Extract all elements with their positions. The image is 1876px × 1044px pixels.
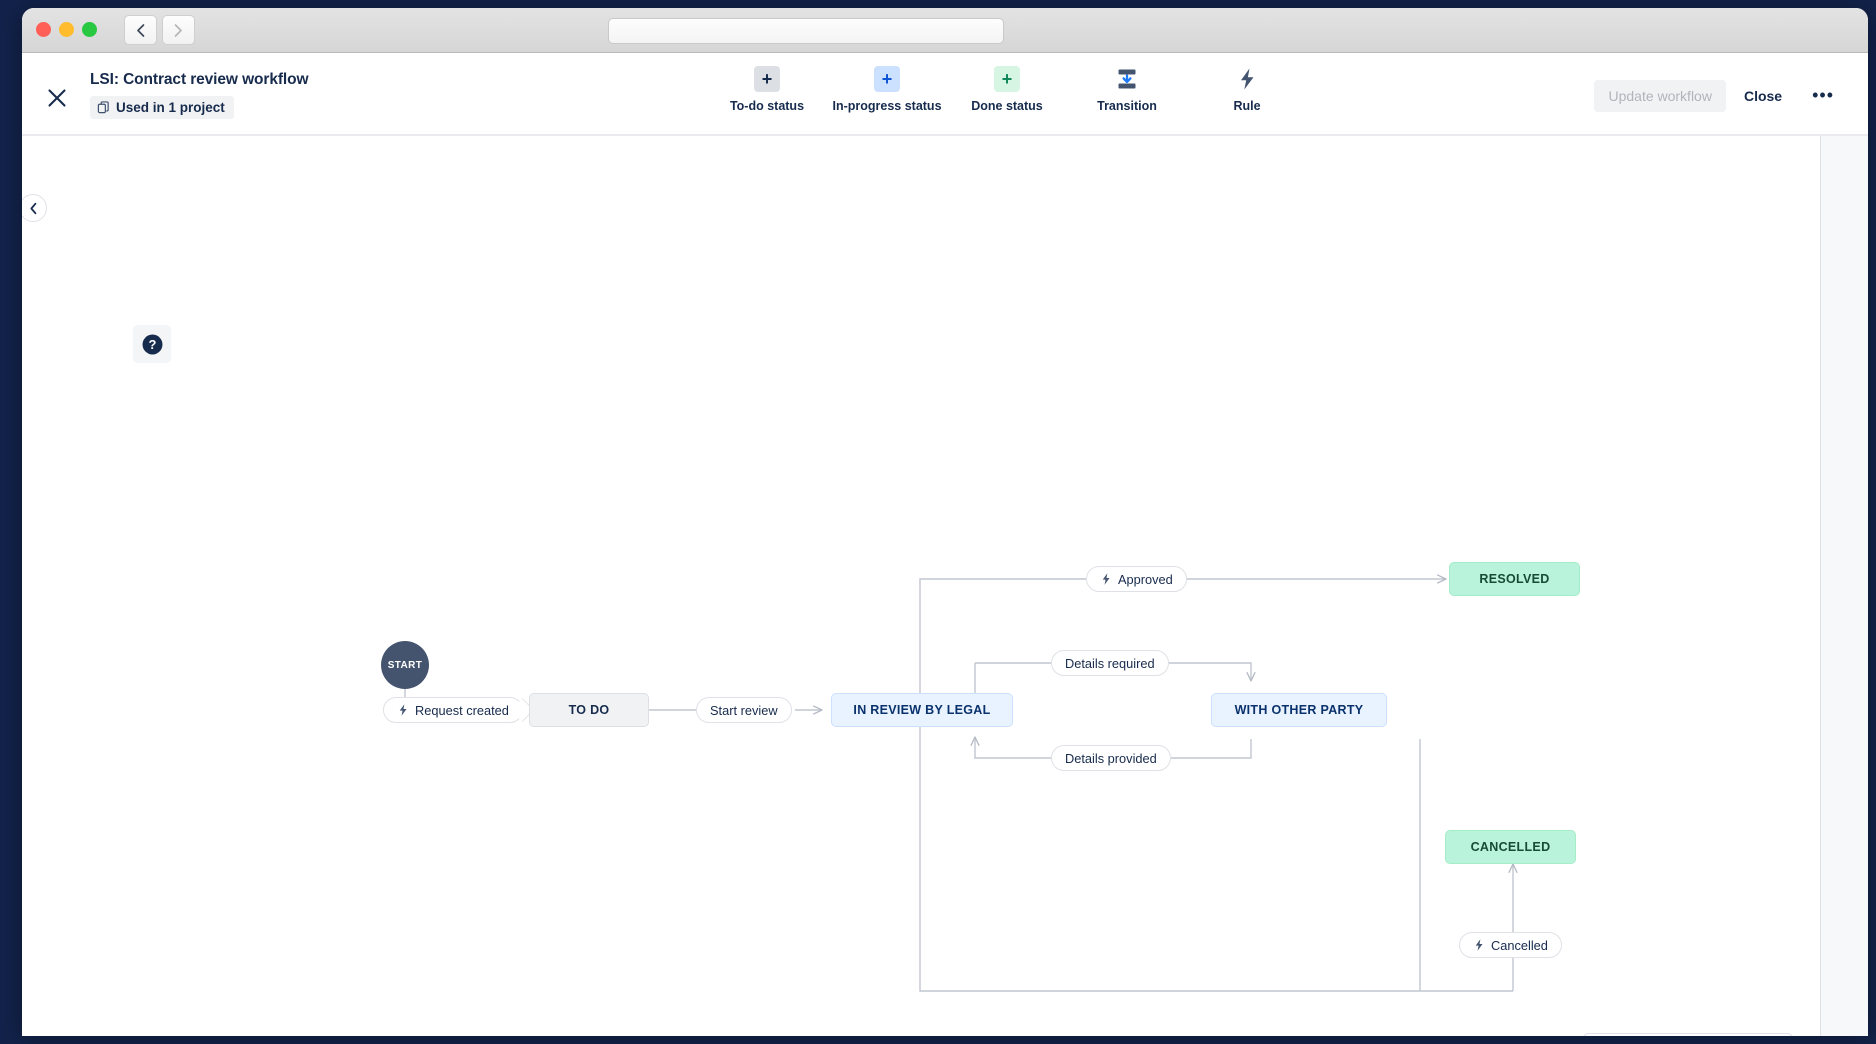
toolbar-label-transition: Transition <box>1097 99 1157 113</box>
help-circle-icon: ? <box>142 334 162 354</box>
used-in-projects-label: Used in 1 project <box>116 100 225 115</box>
add-done-status-icon: + <box>994 66 1020 92</box>
rule-bolt-icon <box>1100 572 1112 586</box>
transition-start-review[interactable]: Start review <box>696 697 792 723</box>
edge-inreview-bottom-rail <box>919 727 1513 992</box>
more-actions-button[interactable]: ••• <box>1800 79 1846 112</box>
toolbar-label-todo-status: To-do status <box>729 99 805 113</box>
edge-withotherparty-to-detailsprovided <box>1147 739 1252 759</box>
close-editor-button[interactable] <box>44 85 70 111</box>
workflow-nodes: START Request created TO DO Start review… <box>22 136 1820 1036</box>
transition-label: Details provided <box>1065 750 1157 766</box>
address-bar-input[interactable] <box>608 18 1004 44</box>
transition-icon <box>1114 66 1140 92</box>
workflow-canvas[interactable]: ? <box>22 136 1868 1036</box>
close-button[interactable]: Close <box>1730 80 1796 112</box>
minimize-window-button[interactable] <box>59 22 74 37</box>
header-actions: Update workflow Close ••• <box>1594 79 1846 112</box>
svg-text:?: ? <box>148 336 156 351</box>
workflow-minimap[interactable] <box>1584 1033 1792 1036</box>
toolbar-item-done-status[interactable]: + Done status <box>962 66 1052 113</box>
right-panel-strip <box>1820 136 1868 1036</box>
page-title: LSI: Contract review workflow <box>90 71 309 88</box>
add-inprogress-status-icon: + <box>874 66 900 92</box>
rule-bolt-icon <box>1473 938 1485 952</box>
chevron-right-icon <box>174 23 182 37</box>
transition-details-provided[interactable]: Details provided <box>1051 745 1171 771</box>
edge-inreview-to-approved <box>919 578 1088 694</box>
edge-detailsrequired-to-withotherparty <box>1147 662 1251 681</box>
browser-nav-buttons <box>124 15 195 45</box>
toolbar-label-rule: Rule <box>1233 99 1261 113</box>
title-block: LSI: Contract review workflow Used in 1 … <box>90 71 309 119</box>
toolbar-item-rule[interactable]: Rule <box>1202 66 1292 113</box>
chevron-left-icon <box>29 202 36 214</box>
toolbar-item-inprogress-status[interactable]: + In-progress status <box>832 66 942 113</box>
update-workflow-button[interactable]: Update workflow <box>1594 79 1726 112</box>
transition-label: Cancelled <box>1491 937 1548 953</box>
close-window-button[interactable] <box>36 22 51 37</box>
app-header: LSI: Contract review workflow Used in 1 … <box>22 53 1868 136</box>
node-start[interactable]: START <box>381 641 429 689</box>
edge-detailsprovided-to-inreview <box>975 737 1052 759</box>
chevron-left-icon <box>137 23 145 37</box>
forward-button[interactable] <box>162 15 195 45</box>
node-todo[interactable]: TO DO <box>529 693 649 727</box>
close-icon <box>48 89 66 107</box>
collapse-panel-button[interactable] <box>22 194 47 222</box>
node-resolved[interactable]: RESOLVED <box>1449 562 1580 596</box>
window-traffic-lights <box>36 22 97 37</box>
toolbar-item-transition[interactable]: Transition <box>1082 66 1172 113</box>
maximize-window-button[interactable] <box>82 22 97 37</box>
transition-approved[interactable]: Approved <box>1086 566 1187 592</box>
used-in-projects-badge[interactable]: Used in 1 project <box>90 96 234 119</box>
workflow-toolbar: + To-do status + In-progress status + Do… <box>722 66 1292 113</box>
transition-cancelled[interactable]: Cancelled <box>1459 932 1562 958</box>
browser-window: LSI: Contract review workflow Used in 1 … <box>22 8 1868 1036</box>
rule-bolt-icon <box>1234 66 1260 92</box>
transition-label: Approved <box>1118 571 1173 587</box>
node-with-other-party[interactable]: WITH OTHER PARTY <box>1211 693 1387 727</box>
rule-bolt-icon <box>397 703 409 717</box>
toolbar-label-done-status: Done status <box>971 99 1043 113</box>
transition-label: Start review <box>710 702 778 718</box>
transition-request-created[interactable]: Request created <box>383 697 523 723</box>
browser-chrome <box>22 8 1868 53</box>
copy-icon <box>97 101 110 114</box>
node-cancelled[interactable]: CANCELLED <box>1445 830 1576 864</box>
help-button[interactable]: ? <box>133 325 171 363</box>
node-in-review-by-legal[interactable]: IN REVIEW BY LEGAL <box>831 693 1013 727</box>
back-button[interactable] <box>124 15 157 45</box>
toolbar-label-inprogress-status: In-progress status <box>832 99 942 113</box>
transition-label: Details required <box>1065 655 1155 671</box>
add-todo-status-icon: + <box>754 66 780 92</box>
transition-details-required[interactable]: Details required <box>1051 650 1169 676</box>
transition-label: Request created <box>415 702 509 718</box>
toolbar-item-todo-status[interactable]: + To-do status <box>722 66 812 113</box>
